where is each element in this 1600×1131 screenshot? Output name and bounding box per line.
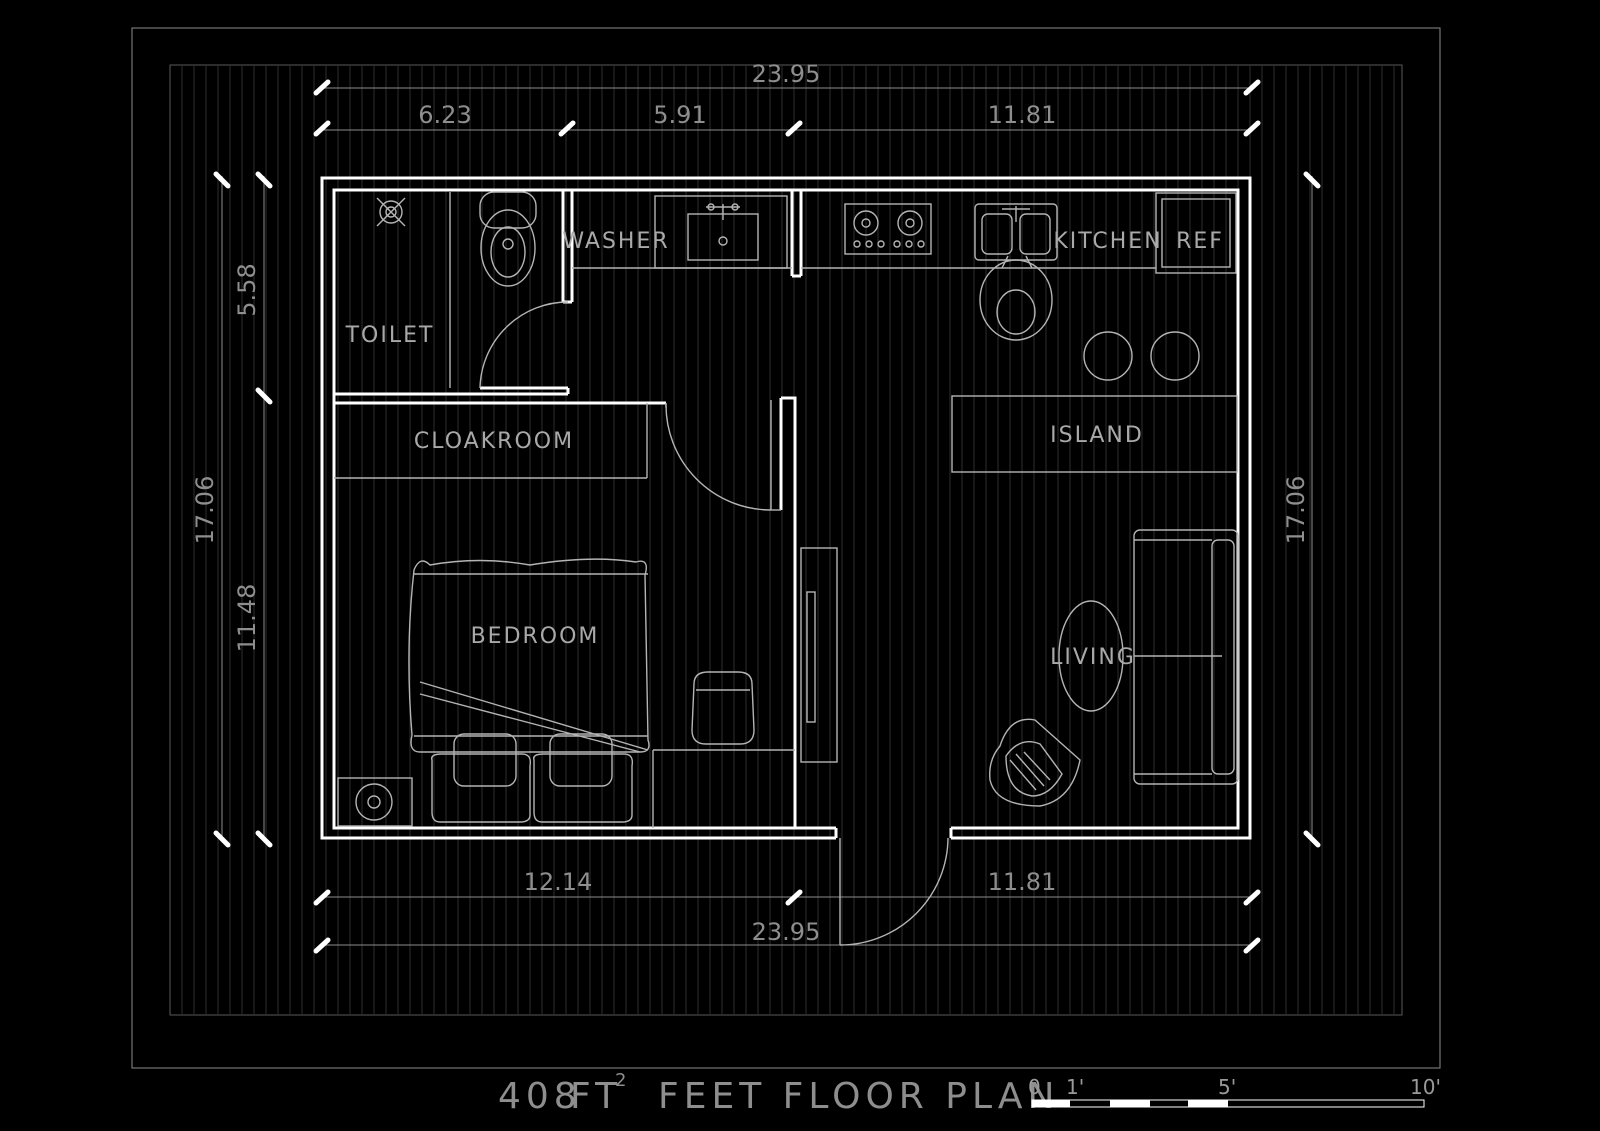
scale-label-5: 5' <box>1218 1075 1236 1099</box>
scale-bar-seg-2 <box>1110 1100 1150 1107</box>
plan-title: 408 FT 2 FEET FLOOR PLAN <box>498 1070 1059 1117</box>
scale-bar-seg-1 <box>1032 1100 1070 1107</box>
dim-left-seg-1: 5.58 <box>233 263 261 316</box>
title-area: 408 <box>498 1076 582 1117</box>
sheet-border-outer <box>131 27 1441 1069</box>
coffee-table-icon <box>1058 600 1124 712</box>
dim-left-total: 17.06 <box>191 476 219 545</box>
room-label-island: ISLAND <box>1050 423 1144 448</box>
title-unit: FT <box>570 1076 622 1117</box>
tv-console <box>800 547 838 763</box>
dim-bottom-seg-1: 12.14 <box>524 868 593 896</box>
room-label-kitchen: KITCHEN <box>1053 229 1162 254</box>
island: ISLAND <box>951 395 1238 473</box>
bottom-dimensions: 12.14 11.81 23.95 <box>313 868 1261 954</box>
deck-hatching <box>181 66 1395 1014</box>
exterior-walls <box>320 176 1252 840</box>
living-area: LIVING <box>989 529 1239 807</box>
dim-top-total: 23.95 <box>752 60 821 88</box>
shower-icon <box>376 197 406 227</box>
interior-walls <box>334 190 803 828</box>
scale-label-10: 10' <box>1410 1075 1441 1099</box>
entry-door <box>839 837 949 946</box>
bed-icon <box>408 558 650 753</box>
bar-stool-2-icon <box>1150 331 1200 381</box>
left-dimensions: 17.06 5.58 11.48 <box>191 171 273 848</box>
lounge-chair-icon <box>989 718 1081 807</box>
cloakroom: CLOAKROOM <box>334 403 667 479</box>
room-label-living: LIVING <box>1050 645 1136 670</box>
toilet-door-swing <box>479 301 569 389</box>
top-dimensions: 23.95 6.23 5.91 11.81 <box>313 60 1261 137</box>
dim-top-seg-3: 11.81 <box>988 101 1057 129</box>
room-label-ref: REF <box>1176 229 1224 254</box>
sofa-icon <box>1133 529 1239 785</box>
room-label-toilet: TOILET <box>345 323 435 348</box>
dim-bottom-total: 23.95 <box>752 918 821 946</box>
kitchen-sink-icon <box>974 203 1058 261</box>
room-label-bedroom: BEDROOM <box>471 624 600 649</box>
dim-bottom-seg-2: 11.81 <box>988 868 1057 896</box>
dim-left-seg-2: 11.48 <box>233 584 261 653</box>
toilet-room: TOILET <box>345 191 569 389</box>
title-text: FEET FLOOR PLAN <box>658 1076 1059 1117</box>
dim-top-seg-2: 5.91 <box>653 101 706 129</box>
sink-cabinet <box>654 195 788 269</box>
dim-top-seg-1: 6.23 <box>418 101 471 129</box>
bar-stool-1-icon <box>1083 331 1133 381</box>
stove-icon <box>844 203 932 255</box>
scale-label-1: 1' <box>1066 1075 1084 1099</box>
kitchen-area: KITCHEN REF <box>801 192 1237 381</box>
scale-bar: 0 1' 5' 10' <box>1028 1075 1441 1108</box>
pillow-icons <box>431 733 634 823</box>
washer-area: WASHER <box>562 195 792 269</box>
scale-label-0: 0 <box>1028 1075 1041 1099</box>
dim-right-total: 17.06 <box>1282 476 1310 545</box>
bedroom-door <box>665 400 781 511</box>
bedroom-area: BEDROOM <box>337 558 795 828</box>
armchair-icon <box>691 671 755 745</box>
right-dimensions: 17.06 <box>1282 171 1321 848</box>
room-label-washer: WASHER <box>562 229 669 254</box>
toilet-icon <box>479 191 537 287</box>
title-exponent: 2 <box>615 1070 626 1091</box>
scale-bar-seg-3 <box>1188 1100 1228 1107</box>
room-label-cloakroom: CLOAKROOM <box>414 429 574 454</box>
cook-figure-icon <box>979 255 1053 341</box>
deck-border <box>169 64 1403 1016</box>
refrigerator-icon <box>1155 192 1237 274</box>
nightstand-lamp-icon <box>337 777 413 827</box>
